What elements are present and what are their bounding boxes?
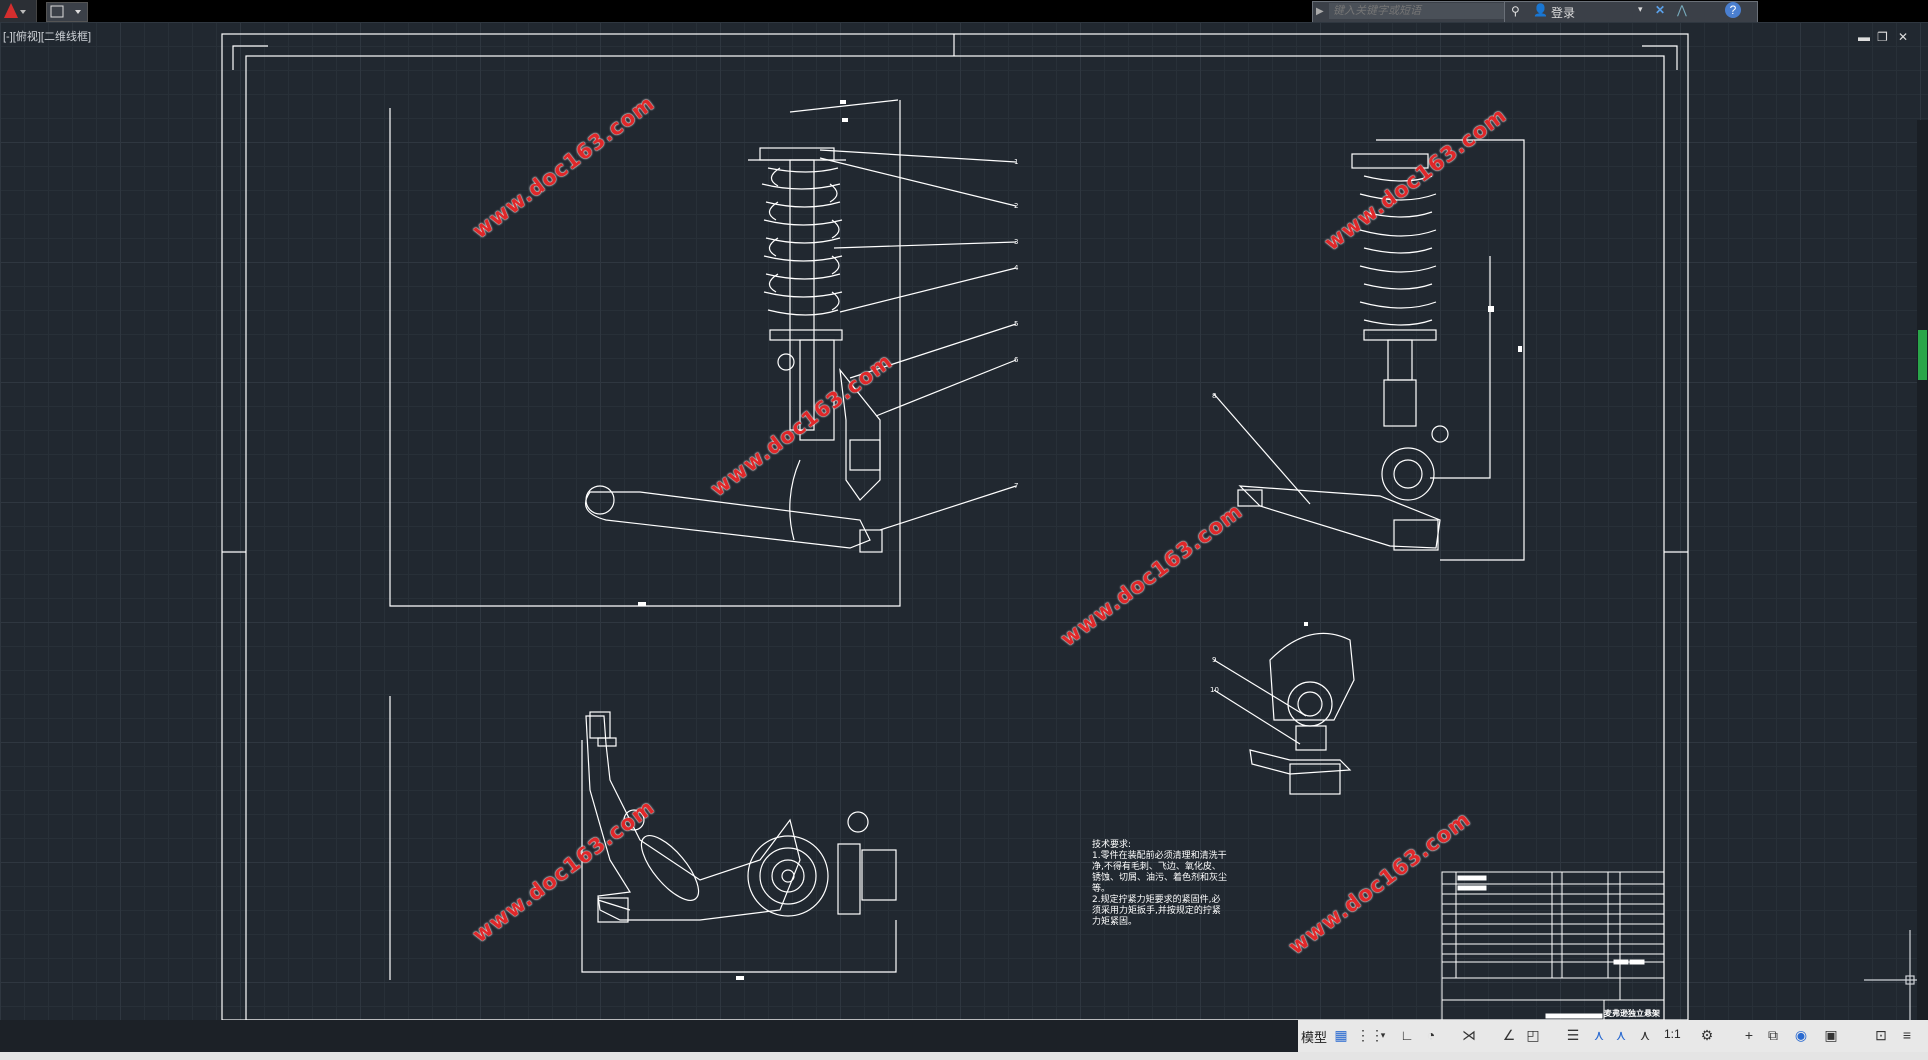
top-view (1213, 632, 1355, 795)
scrollbar-thumb[interactable] (1918, 330, 1927, 380)
polar-icon[interactable]: ◔ (1426, 1027, 1436, 1043)
viewport-controls-label[interactable]: [-][俯视][二维线框] (3, 31, 91, 43)
autoscale-icon[interactable]: ⋏ (1615, 1027, 1627, 1043)
title-bar: ▶ ⚲ 👤 登录 ▾ ✕ ⋀ ? (0, 0, 1928, 23)
balloon-1: 1 (1014, 158, 1018, 166)
front-view-frame (389, 100, 901, 607)
technical-requirements: 技术要求: 1.零件在装配前必须清理和清洗干 净,不得有毛刺、飞边、氧化皮、 锈… (1092, 840, 1232, 928)
search-input[interactable] (1329, 3, 1507, 19)
tech-req-line: 力矩紧固。 (1092, 917, 1138, 927)
tech-req-line: 2.规定拧紧力矩要求的紧固件,必 (1092, 895, 1221, 905)
tech-req-title: 技术要求: (1092, 840, 1132, 850)
binoculars-icon[interactable]: ⚲ (1511, 4, 1520, 18)
vertical-scrollbar[interactable] (1917, 120, 1928, 1020)
balloon-8: 8 (1212, 392, 1216, 400)
login-dropdown-icon[interactable]: ▾ (1638, 4, 1643, 14)
annotation-visibility-icon[interactable]: ⋏ (1593, 1027, 1605, 1043)
lower-arm-view (585, 711, 897, 923)
sheet-border-inner (245, 55, 1665, 1021)
isodraft-icon[interactable]: ∠ (1502, 1027, 1516, 1043)
plus-icon[interactable]: + (1744, 1027, 1754, 1043)
quick-access-toolbar[interactable] (46, 2, 88, 22)
bottom-strip (0, 1052, 1928, 1060)
tech-req-line: 净,不得有毛刺、飞边、氧化皮、 (1092, 862, 1221, 872)
exchange-icon[interactable]: ✕ (1655, 3, 1666, 17)
snap-icon[interactable]: ⋮⋮ (1356, 1027, 1384, 1043)
balloon-7: 7 (1014, 482, 1018, 490)
balloon-3: 3 (1014, 238, 1018, 246)
balloon-9: 9 (1212, 656, 1216, 664)
balloon-10: 10 (1210, 686, 1219, 694)
model-space-button[interactable]: 模型 (1301, 1030, 1328, 1045)
ortho-icon[interactable]: ∟ (1400, 1027, 1414, 1043)
help-icon[interactable]: ? (1725, 2, 1741, 18)
gear-icon[interactable]: ⚙ (1700, 1027, 1714, 1043)
close-icon[interactable]: ✕ (1898, 30, 1909, 44)
balloon-4: 4 (1014, 264, 1019, 272)
user-icon[interactable]: 👤 (1533, 3, 1548, 17)
lineweight-icon[interactable]: ☰ (1566, 1027, 1580, 1043)
dropdown-icon[interactable]: ▾ (1380, 1030, 1386, 1040)
autocad-logo-icon[interactable] (0, 0, 37, 22)
side-view-strut (1213, 139, 1525, 561)
annotation-scale[interactable]: 1:1 (1664, 1027, 1681, 1041)
tech-req-line: 须采用力矩扳手,并按规定的拧紧 (1092, 906, 1221, 916)
minimize-icon[interactable]: ▬ (1858, 30, 1870, 44)
restore-icon[interactable]: ❐ (1877, 30, 1888, 44)
front-view-leaders (789, 99, 1017, 531)
workspace-icon[interactable]: ⧉ (1768, 1027, 1778, 1043)
drawing-canvas[interactable] (0, 22, 1928, 1020)
grid-icon[interactable]: ▦ (1334, 1027, 1348, 1043)
customize-icon[interactable]: ≡ (1902, 1027, 1912, 1043)
status-tools-strip (1298, 1020, 1928, 1052)
search-arrow-icon: ▶ (1316, 6, 1324, 17)
balloon-6: 6 (1014, 356, 1019, 364)
tech-req-line: 1.零件在装配前必须清理和清洗干 (1092, 851, 1227, 861)
title-block (1441, 871, 1665, 1021)
front-view-strut (585, 147, 883, 553)
osnap-icon[interactable]: ⋊ (1462, 1027, 1476, 1043)
a360-icon[interactable]: ⋀ (1677, 3, 1687, 17)
title-block-name: 麦弗逊独立悬架 (1604, 1008, 1660, 1018)
login-label[interactable]: 登录 (1551, 6, 1576, 20)
tech-req-line: 锈蚀、切屑、油污、着色剂和灰尘 (1092, 873, 1228, 883)
hardware-accel-icon[interactable]: ▣ (1824, 1027, 1838, 1043)
balloon-2: 2 (1014, 202, 1018, 210)
osnap-track-icon[interactable]: ◰ (1526, 1027, 1540, 1043)
isolate-icon[interactable]: ◉ (1794, 1027, 1808, 1043)
balloon-5: 5 (1014, 320, 1018, 328)
annotation-scale-icon[interactable]: ⋏ (1639, 1027, 1651, 1043)
clean-screen-icon[interactable]: ⊡ (1875, 1027, 1887, 1043)
tech-req-line: 等。 (1092, 884, 1111, 894)
